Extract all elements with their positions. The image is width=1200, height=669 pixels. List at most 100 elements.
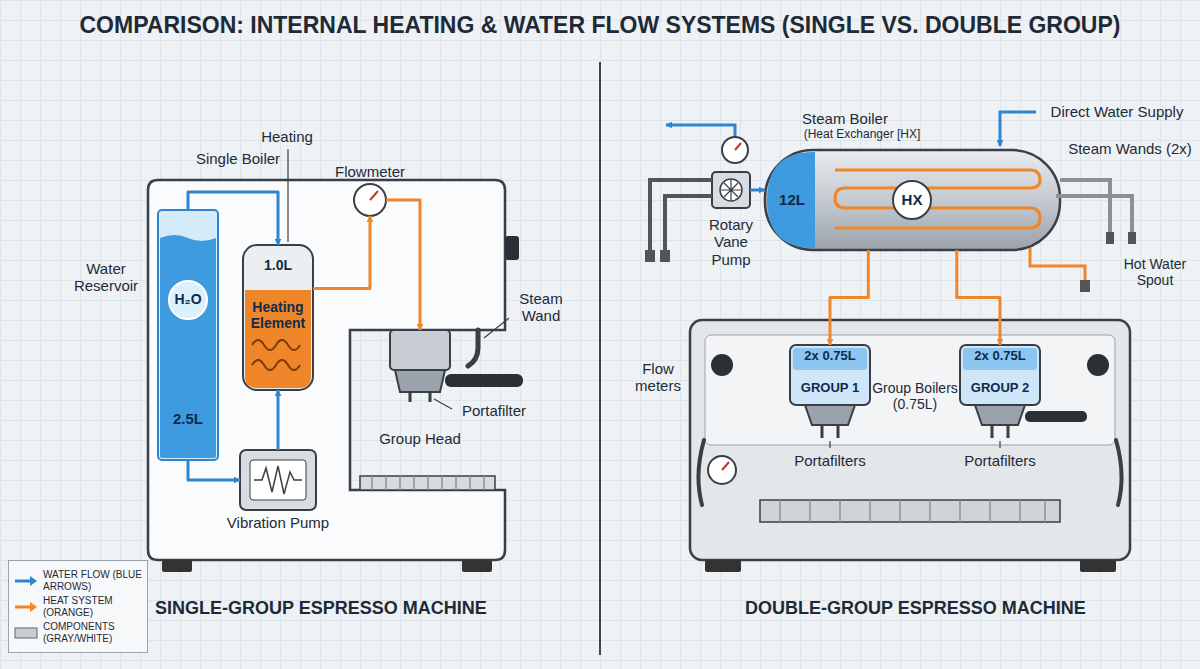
machine-body [690, 320, 1130, 560]
node-text: H₂O [158, 291, 218, 307]
pressure-gauge [722, 137, 748, 163]
pump-screen [250, 460, 306, 500]
node-text: Flowmeter [324, 163, 416, 180]
diagram-title: COMPARISON: INTERNAL HEATING & WATER FLO… [0, 12, 1200, 39]
node-text: Heating Element [244, 299, 312, 331]
group-boiler: 2x 0.75L GROUP 2 [960, 345, 1040, 405]
heating-coil [252, 340, 300, 370]
flow-connector [188, 192, 278, 245]
legend-row: HEAT SYSTEM (ORANGE) [14, 595, 142, 618]
foot [462, 560, 492, 572]
node-text: GROUP 2 [963, 381, 1037, 396]
pump-body [240, 450, 316, 510]
gauge-needle [370, 191, 378, 200]
spout-tip [1080, 280, 1090, 292]
front-panel [705, 335, 1115, 445]
pipe-nozzle [660, 250, 670, 262]
drip-grate [780, 500, 1045, 522]
steam-wand-pipe [1056, 180, 1132, 232]
divider [599, 62, 601, 655]
reservoir-tank [158, 210, 218, 460]
portafilter-handle [445, 374, 523, 387]
boiler: Single Boiler1.0LHeating Element [243, 245, 313, 390]
double-machine [645, 112, 1136, 572]
rotary-pump: Rotary Vane Pump [712, 172, 750, 208]
spouts [410, 392, 430, 402]
single-machine [148, 149, 523, 572]
wand-tip [1106, 232, 1114, 244]
portafilter-handle [1025, 411, 1087, 422]
node-text: Group Head [372, 430, 468, 447]
group-boiler-water [793, 348, 867, 370]
part-label: Hot Water Spout [1116, 256, 1194, 288]
pipe-nozzle [645, 250, 655, 262]
flowmeter-pipe [650, 180, 712, 250]
pump-fan-blades [721, 180, 741, 200]
knob [505, 236, 519, 260]
legend-swatch [15, 579, 31, 582]
drip-tray [760, 500, 1060, 522]
node-text: HX [894, 191, 930, 208]
flow-connector [957, 250, 1000, 345]
group-boiler-water [963, 348, 1037, 370]
node-text: (Heat Exchanger [HX] [777, 128, 947, 142]
part-label: Flow meters [628, 360, 688, 395]
node-text: Single Boiler [188, 150, 288, 167]
machine-body [148, 180, 505, 560]
legend-text: COMPONENTS (GRAY/WHITE) [43, 621, 142, 644]
reservoir-tank: Water ReservoirH₂O2.5L [158, 210, 218, 460]
legend-row: COMPONENTS (GRAY/WHITE) [14, 621, 142, 644]
part-label: Steam Wand [510, 290, 572, 325]
leader-line [287, 149, 288, 242]
node-text: Water Reservoir [70, 260, 142, 295]
section-caption: DOUBLE-GROUP ESPRESSO MACHINE [745, 598, 1125, 619]
node-text: Steam Boiler [775, 110, 915, 127]
hx-badge [893, 181, 931, 219]
node-text: 12L [769, 191, 815, 208]
drip-tray [360, 476, 495, 490]
node-text: 2x 0.75L [963, 349, 1037, 364]
hx-coil [835, 170, 1040, 228]
part-label: Portafilter [452, 402, 536, 419]
foot [705, 560, 741, 572]
flow-connector [830, 250, 868, 345]
flow-connector [750, 189, 765, 192]
boiler-shell [243, 245, 313, 390]
boiler-heat [245, 290, 311, 388]
node-text: 2x 0.75L [793, 349, 867, 364]
pump-body [712, 172, 750, 208]
flowmeter-gauge [354, 184, 386, 216]
legend-box: WATER FLOW (BLUE ARROWS)HEAT SYSTEM (ORA… [8, 560, 148, 653]
legend-swatch [15, 628, 37, 638]
foot [162, 560, 192, 572]
part-label: Portafilters [955, 452, 1045, 469]
legend-swatch [14, 601, 38, 613]
node-text: Vibration Pump [218, 514, 338, 531]
group-boiler: 2x 0.75LGROUP 1 [790, 345, 870, 405]
flow-connector [188, 460, 240, 480]
legend-swatch [30, 602, 37, 612]
gauge-needle [722, 462, 729, 470]
node-text: 1.0L [246, 257, 310, 273]
water-outlet [666, 125, 735, 137]
gauge-needle [735, 143, 741, 150]
pressure-gauge [708, 456, 736, 484]
node-text: 2.5L [158, 410, 218, 427]
group-boiler [790, 345, 870, 405]
leader-line [830, 441, 1000, 448]
legend-swatch [14, 627, 38, 639]
pump-fan [720, 179, 742, 201]
flowmeter: Flowmeter [354, 184, 386, 216]
steam-wand [468, 330, 478, 366]
hot-water-pipe [1030, 248, 1085, 280]
group-boiler [960, 345, 1040, 405]
boiler-water-cap [767, 152, 815, 248]
part-label: Direct Water Supply [1040, 103, 1194, 120]
pump-wave [254, 466, 302, 494]
spouts [822, 425, 1008, 438]
water-supply [1000, 112, 1036, 146]
